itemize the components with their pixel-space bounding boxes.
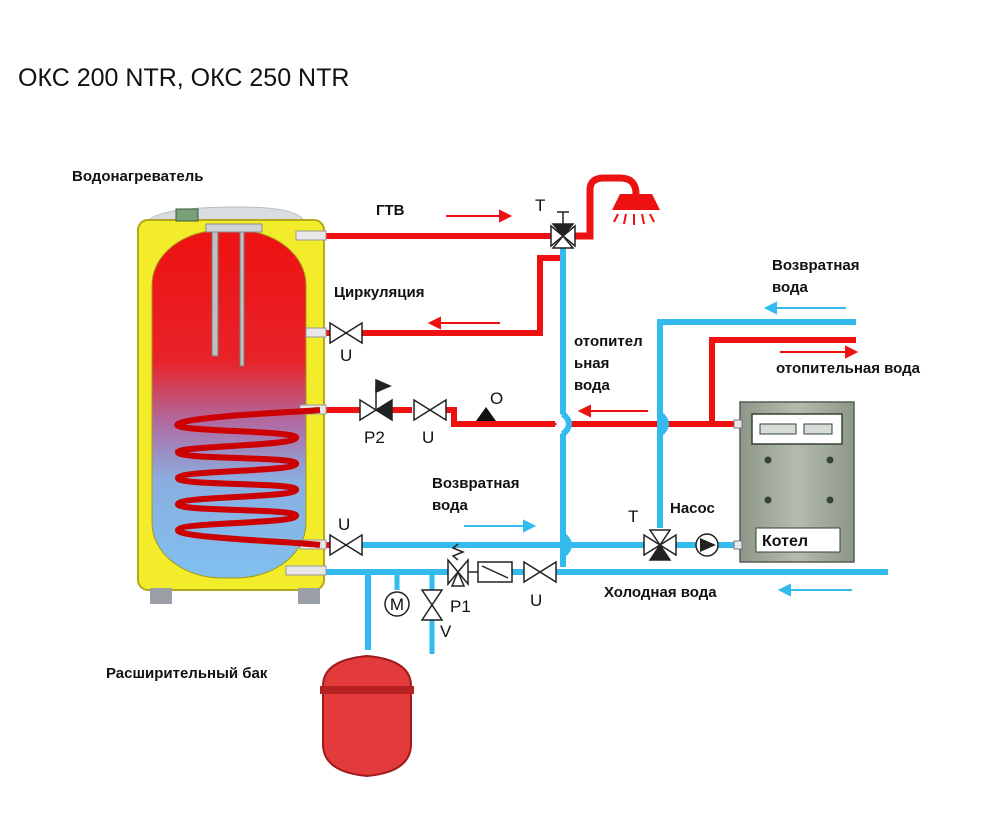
symbol-u-circulation: U (340, 346, 352, 365)
valve-u-circulation[interactable] (329, 321, 363, 345)
symbol-t-top: T (535, 196, 545, 215)
label-circulation: Циркуляция (334, 284, 424, 301)
label-cold-water: Холодная вода (604, 584, 717, 601)
label-return-water-top-2: вода (772, 279, 809, 296)
symbol-u-heating: U (422, 428, 434, 447)
label-heating-water-right: отопительная вода (776, 360, 921, 377)
drain-valve[interactable] (420, 589, 444, 621)
thermostat-box (175, 208, 199, 222)
mixing-valve-t-bottom[interactable] (643, 529, 677, 561)
svg-text:M: M (390, 595, 404, 614)
mixing-valve-t-top[interactable] (550, 211, 576, 249)
water-heater (137, 206, 327, 604)
shower-pipe (575, 174, 640, 240)
label-hot-water: ГТВ (376, 202, 405, 219)
label-heating-water-v1: отопител (574, 333, 643, 350)
valve-u-return[interactable] (329, 533, 363, 557)
label-expansion-tank: Расширительный бак (106, 665, 268, 682)
symbol-p1: P1 (450, 597, 471, 616)
safety-valve-p1[interactable] (447, 543, 469, 587)
label-water-heater: Водонагреватель (72, 168, 203, 185)
filter-box[interactable] (468, 561, 513, 583)
symbol-p2: P2 (364, 428, 385, 447)
pump[interactable] (695, 533, 719, 557)
symbol-o: O (490, 389, 503, 408)
label-heating-water-v3: вода (574, 377, 611, 394)
expansion-tank (320, 654, 414, 778)
valve-u-heating[interactable] (413, 398, 447, 422)
shower-head (612, 194, 660, 225)
symbol-v: V (440, 622, 452, 641)
boiler (733, 401, 855, 563)
label-return-water-top-1: Возвратная (772, 257, 859, 274)
valve-p2[interactable] (359, 378, 393, 422)
flow-arrows (427, 209, 859, 597)
page-title: ОКС 200 NTR, ОКС 250 NTR (18, 64, 349, 92)
check-valve-o[interactable] (476, 407, 496, 421)
boiler-label: Котел (762, 533, 808, 550)
label-return-water-mid-2: вода (432, 497, 469, 514)
symbol-t-bottom: T (628, 507, 638, 526)
heating-flow-pipe (446, 407, 738, 427)
heating-water-outlet (709, 337, 856, 424)
label-return-water-mid-1: Возвратная (432, 475, 519, 492)
symbol-u-cold: U (530, 591, 542, 610)
manometer: M (384, 591, 410, 617)
label-pump: Насос (670, 500, 715, 517)
symbol-u-return: U (338, 515, 350, 534)
label-heating-water-v2: ьная (574, 355, 609, 372)
return-water-pipe-top (657, 319, 856, 528)
heating-coil (174, 407, 321, 548)
valve-u-cold[interactable] (523, 560, 557, 584)
